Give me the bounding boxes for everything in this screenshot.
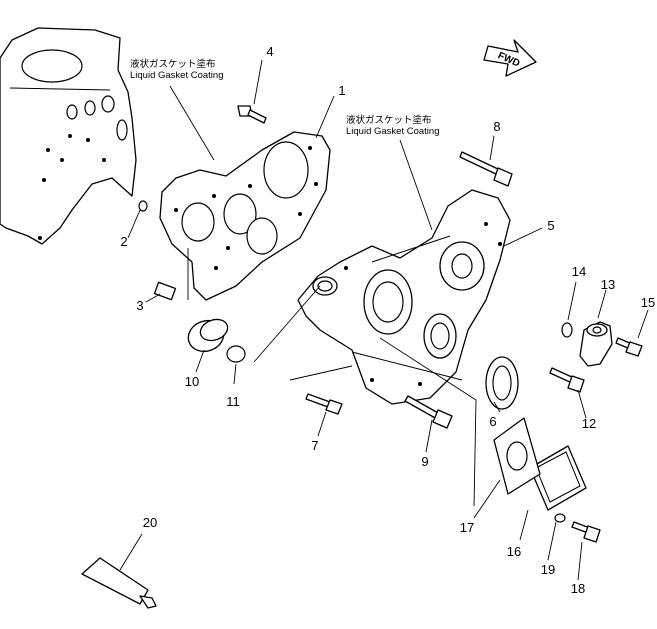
- sensor-13: [579, 321, 613, 367]
- part-number: 8: [493, 119, 500, 134]
- bolt-8: [459, 151, 513, 187]
- bolt-7: [305, 393, 343, 415]
- note-en: Liquid Gasket Coating: [130, 70, 223, 81]
- part-number: 12: [582, 416, 596, 431]
- part-number: 15: [641, 295, 655, 310]
- bolt-9: [404, 395, 453, 429]
- part-number-labels: 1 2 3 4 5 6 7 8 9 10 11 12 13 14 15 16 1…: [120, 44, 655, 596]
- part-number: 14: [572, 264, 586, 279]
- bolt-15: [615, 337, 643, 357]
- gasket-17: [493, 417, 541, 495]
- part-number: 10: [185, 374, 199, 389]
- note-liquid-gasket-right: 液状ガスケット塗布 Liquid Gasket Coating: [346, 114, 439, 137]
- sealant-tube-20: [81, 557, 157, 609]
- note-liquid-gasket-left: 液状ガスケット塗布 Liquid Gasket Coating: [130, 58, 223, 81]
- part-number: 13: [601, 277, 615, 292]
- part-number: 19: [541, 562, 555, 577]
- leader-lines: [119, 59, 649, 581]
- o-ring-11: [226, 345, 246, 363]
- fwd-arrow-icon: FWD: [483, 39, 537, 77]
- dowel-pin-3: [153, 281, 177, 301]
- bolt-18: [571, 521, 601, 543]
- part-number: 5: [547, 218, 554, 233]
- part-number: 6: [489, 414, 496, 429]
- part-number: 7: [311, 438, 318, 453]
- bolt-4: [237, 105, 267, 124]
- gasket-plate: [159, 131, 331, 301]
- cover-plate-16: [529, 445, 587, 511]
- part-number: 2: [120, 234, 127, 249]
- o-ring-2: [138, 200, 148, 212]
- part-number: 1: [338, 83, 345, 98]
- part-number: 17: [460, 520, 474, 535]
- part-number: 3: [136, 298, 143, 313]
- gear-case: [297, 189, 511, 405]
- note-en: Liquid Gasket Coating: [346, 126, 439, 137]
- part-number: 18: [571, 581, 585, 596]
- engine-block: [0, 27, 137, 245]
- part-number: 9: [421, 454, 428, 469]
- part-number: 20: [143, 515, 157, 530]
- part-number: 16: [507, 544, 521, 559]
- note-jp: 液状ガスケット塗布: [130, 58, 216, 70]
- cap-10: [187, 318, 229, 353]
- part-number: 4: [266, 44, 273, 59]
- part-number: 11: [226, 394, 240, 409]
- o-ring-14: [561, 322, 573, 338]
- note-jp: 液状ガスケット塗布: [346, 114, 432, 126]
- washer-19: [554, 513, 566, 523]
- bolt-12: [549, 367, 585, 393]
- oil-seal-6: [485, 356, 519, 410]
